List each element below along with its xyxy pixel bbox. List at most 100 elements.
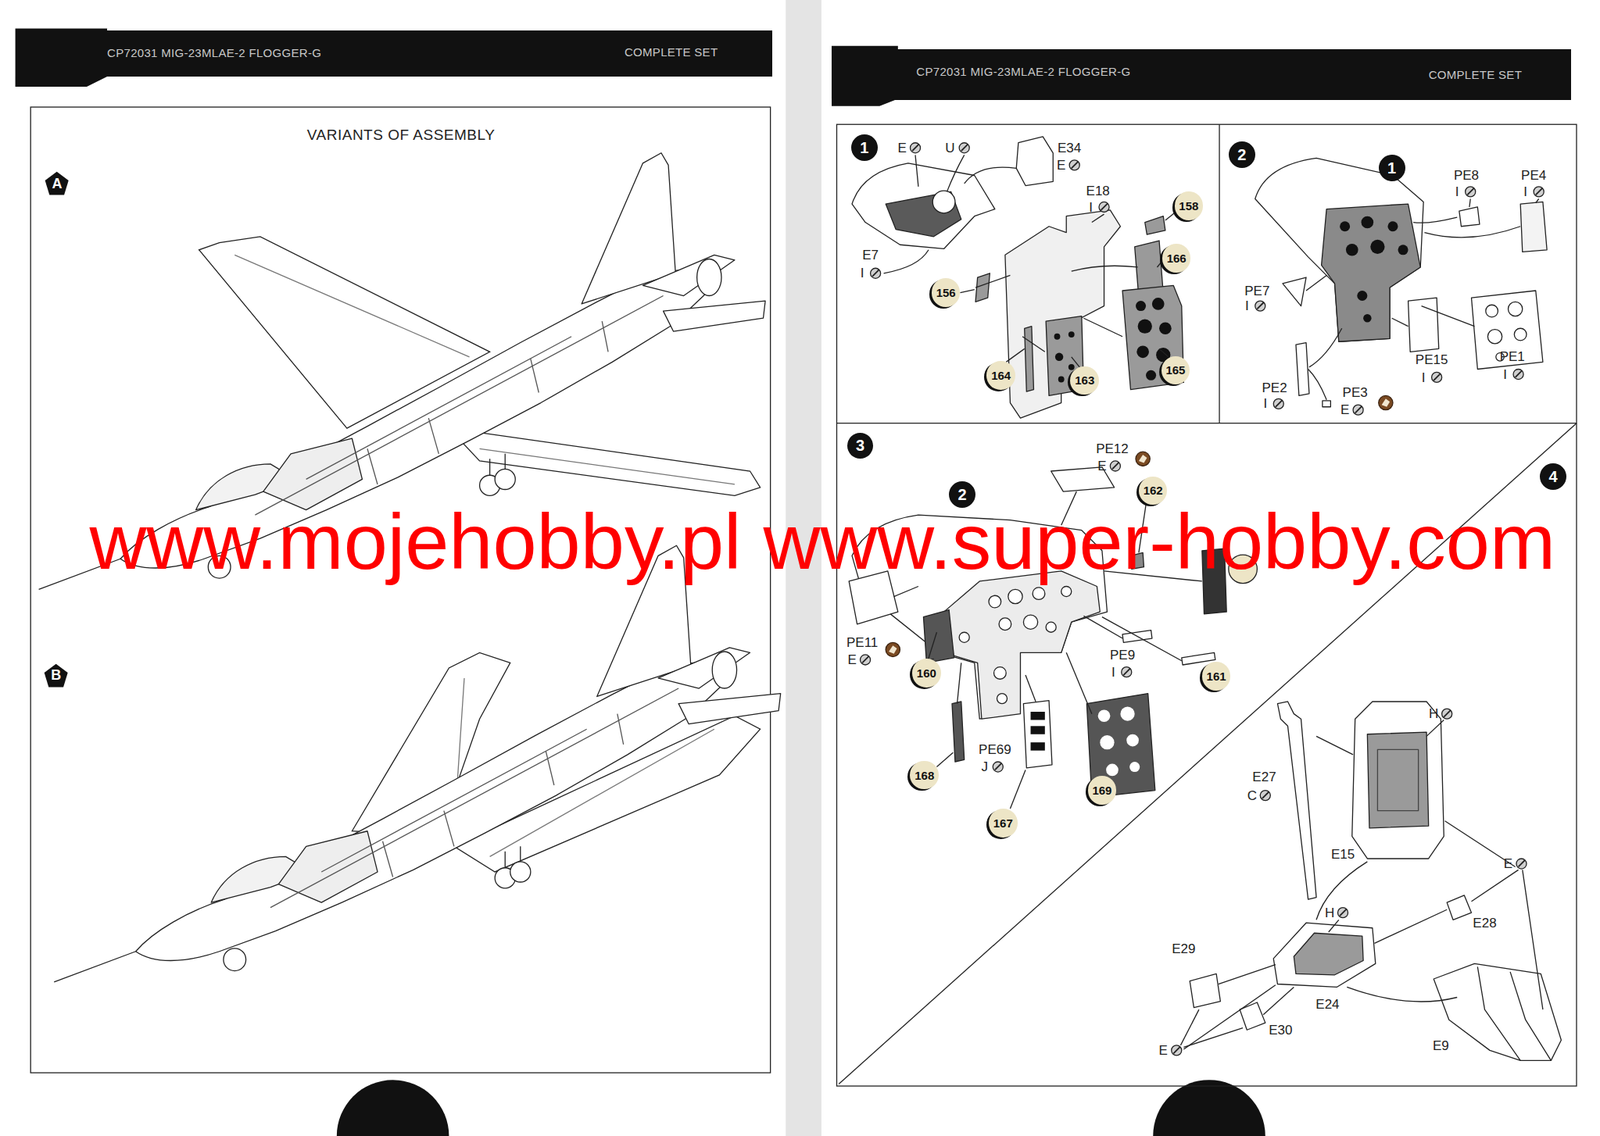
leader-lines [1180, 719, 1543, 1050]
number-text: 2 [1237, 146, 1246, 163]
part-label: PE9 [1109, 648, 1135, 663]
part-label: E [1340, 403, 1350, 417]
part-label: H [1428, 707, 1439, 721]
part-label: E30 [1268, 1023, 1293, 1038]
page-tab [336, 1080, 450, 1136]
part-label: E29 [1171, 942, 1196, 956]
cement-icon [860, 143, 1545, 1056]
number-text: 3 [855, 437, 865, 454]
part-label: I [1088, 200, 1093, 215]
step1-parts [851, 136, 1184, 419]
step-number: 1 [851, 134, 878, 162]
part-label: E [1159, 1044, 1168, 1058]
number-text: A [52, 176, 63, 191]
callout-number: 164 [986, 361, 1016, 391]
part-label: PE69 [978, 743, 1012, 757]
part-label: PE3 [1342, 386, 1368, 400]
part-label: J [981, 760, 989, 774]
watermark: www.mojehobby.pl www.super-hobby.com [89, 502, 1556, 582]
number-text: 161 [1206, 670, 1227, 683]
callout-number: 158 [1174, 191, 1204, 221]
callout-number: 162 [1138, 476, 1168, 506]
number-text: 160 [916, 667, 937, 680]
part-label: E15 [1331, 848, 1355, 862]
part-label: PE8 [1453, 168, 1479, 183]
part-label: I [1503, 368, 1507, 382]
header-text: COMPLETE SET [624, 46, 718, 58]
number-text: B [50, 668, 61, 683]
part-label: E27 [1252, 770, 1276, 784]
number-text: 162 [1143, 484, 1164, 497]
number-text: 2 [958, 486, 967, 503]
number-text: 164 [991, 369, 1011, 382]
number-text: 169 [1091, 784, 1112, 797]
number-text: 156 [936, 286, 956, 299]
step2-parts [1255, 157, 1547, 407]
part-label: E9 [1432, 1039, 1450, 1053]
part-label: E [1097, 459, 1107, 473]
callout-number: 168 [909, 761, 939, 791]
variant-marker: A [44, 171, 69, 196]
part-label: PE15 [1415, 353, 1449, 367]
leader-lines [884, 154, 1176, 367]
number-text: 158 [1178, 200, 1199, 212]
page-tab [1152, 1080, 1266, 1136]
part-label: E24 [1315, 998, 1339, 1012]
step-number: 4 [1539, 463, 1567, 491]
part-label: I [860, 266, 865, 280]
part-label: PE1 [1499, 350, 1525, 364]
number-text: 167 [993, 817, 1013, 830]
part-label: E [1503, 857, 1513, 871]
part-label: PE7 [1244, 284, 1270, 298]
header-bar: CP72031 MIG-23MLAE-2 FLOGGER-G COMPLETE S… [831, 49, 1572, 101]
part-label: I [1421, 371, 1426, 385]
step-number: 1 [1378, 154, 1406, 182]
callout-number: 167 [988, 808, 1018, 838]
header-text: CP72031 MIG-23MLAE-2 FLOGGER-G [107, 46, 322, 59]
number-text: 166 [1166, 252, 1187, 265]
number-text: 1 [859, 139, 869, 156]
leader-lines [1306, 199, 1540, 401]
step-frames [836, 124, 1576, 1087]
number-text: 163 [1074, 374, 1095, 387]
part-label: E34 [1057, 141, 1081, 155]
part-label: U [944, 141, 955, 155]
part-label: I [1455, 185, 1460, 199]
part-label: C [1247, 789, 1257, 803]
callout-number: 169 [1088, 776, 1117, 806]
step-number: 3 [847, 433, 874, 460]
part-label: E18 [1086, 184, 1110, 198]
callout-number: 166 [1162, 243, 1192, 273]
header-text: CP72031 MIG-23MLAE-2 FLOGGER-G [916, 65, 1131, 78]
part-label: E [847, 653, 856, 667]
part-label: I [1111, 665, 1116, 680]
header-text: COMPLETE SET [1428, 68, 1522, 81]
variant-marker: B [43, 663, 69, 688]
callout-number: 165 [1161, 356, 1191, 386]
part-label: PE4 [1521, 168, 1547, 183]
number-text: 1 [1387, 160, 1396, 176]
part-label: H [1324, 906, 1335, 920]
part-label: I [1263, 397, 1268, 411]
assembly-heading: VARIANTS OF ASSEMBLY [307, 127, 496, 143]
part-label: E [1056, 158, 1066, 172]
part-label: PE12 [1095, 442, 1129, 456]
step-number: 2 [1228, 141, 1256, 169]
part-label: PE11 [846, 636, 878, 650]
number-text: 165 [1165, 364, 1185, 376]
part-label: E [897, 141, 906, 155]
number-text: 168 [914, 769, 935, 782]
part-label: E7 [862, 248, 879, 262]
callout-number: 156 [931, 278, 961, 308]
number-text: 4 [1548, 468, 1558, 485]
callout-number: 161 [1202, 662, 1232, 691]
step4-parts [1189, 701, 1561, 1061]
aircraft-fuselage [53, 545, 781, 983]
callout-number: 163 [1070, 366, 1099, 396]
part-label: E28 [1472, 916, 1497, 931]
callout-number: 160 [912, 658, 942, 688]
part-label: I [1245, 299, 1250, 313]
header-bar: CP72031 MIG-23MLAE-2 FLOGGER-G COMPLETE S… [15, 30, 774, 77]
part-label: I [1523, 185, 1528, 199]
